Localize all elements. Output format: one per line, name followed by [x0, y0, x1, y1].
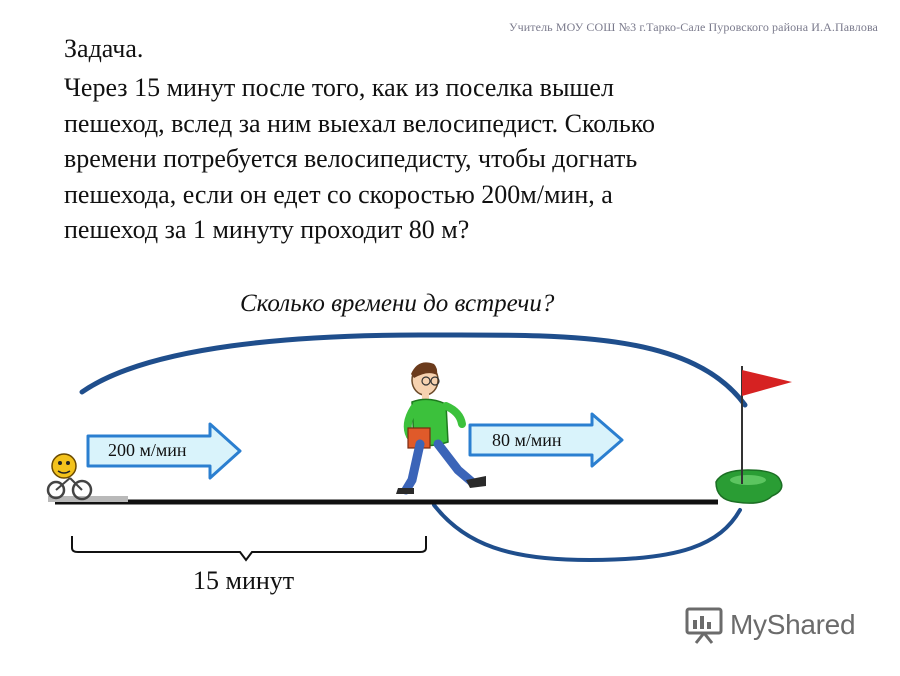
remaining-distance-arc — [432, 503, 742, 563]
task-line: пешеход, вслед за ним выехал велосипедис… — [64, 108, 656, 138]
author-note: Учитель МОУ СОШ №3 г.Тарко-Сале Пуровско… — [509, 20, 878, 34]
head-start-label: 15 минут — [193, 566, 295, 595]
pedestrian-speed-label: 80 м/мин — [492, 430, 562, 450]
meeting-point-flag-icon — [715, 366, 792, 504]
task-line: Через 15 минут после того, как из поселк… — [64, 73, 614, 102]
question-text: Сколько времени до встречи? — [240, 290, 555, 317]
pedestrian-speed-arrow: 80 м/мин — [468, 412, 624, 468]
task-line: пешеход за 1 минуту проходит 80 м? — [64, 215, 470, 244]
task-text: Через 15 минут после того, как из поселк… — [64, 70, 784, 248]
watermark-text: MyShared — [730, 609, 856, 640]
road-start-plate — [48, 496, 128, 502]
watermark: MyShared — [684, 606, 856, 644]
task-title: Задача. — [64, 34, 144, 63]
task-line: пешехода, если он едет со скоростью 200м… — [64, 179, 613, 209]
cyclist-speed-label: 200 м/мин — [108, 440, 187, 460]
task-line: времени потребуется велосипедисту, чтобы… — [64, 144, 638, 173]
meeting-arc — [79, 332, 748, 408]
pedestrian-icon — [396, 362, 486, 495]
cyclist-speed-arrow: 200 м/мин — [86, 422, 242, 480]
head-start-bracket — [71, 536, 427, 562]
presentation-board-icon — [685, 607, 723, 644]
cyclist-icon — [46, 453, 93, 501]
